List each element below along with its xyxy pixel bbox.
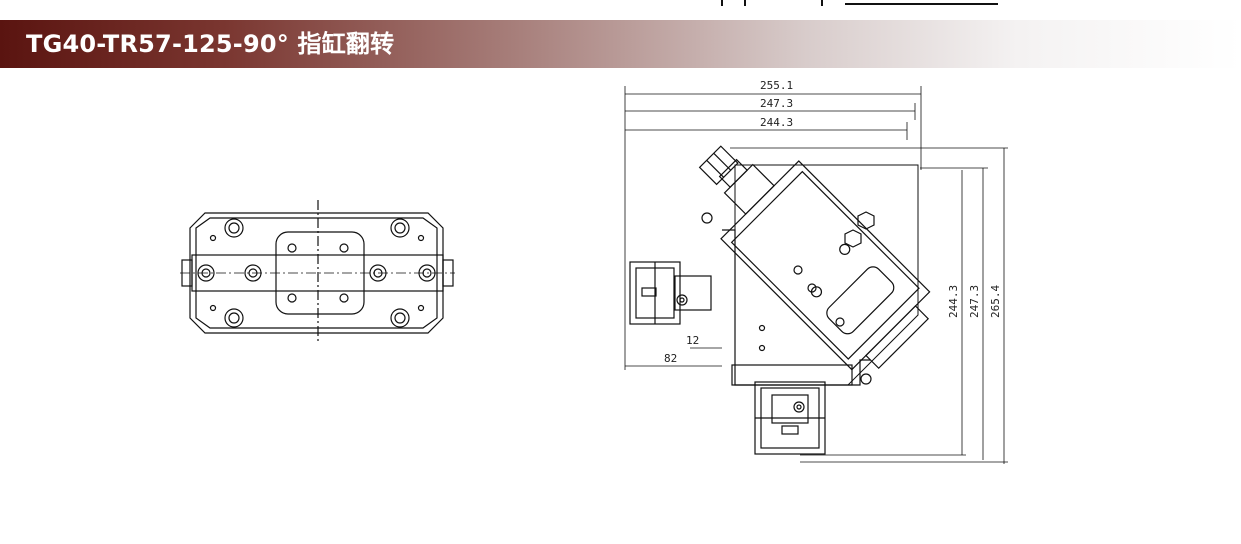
dim-body-width: 247.3: [760, 97, 793, 110]
dim-base-width: 244.3: [760, 116, 793, 129]
dim-overall-width: 255.1: [760, 79, 793, 92]
dim-offset-small: 12: [686, 334, 699, 347]
dim-height-b: 247.3: [968, 285, 981, 318]
dimension-labels: 255.1 247.3 244.3 12 82 244.3 247.3 265.…: [664, 79, 1002, 365]
top-edge-fragment: [721, 0, 998, 6]
title-bar: TG40-TR57-125-90° 指缸翻转: [0, 20, 1241, 68]
dim-offset-left: 82: [664, 352, 677, 365]
dim-height-c: 265.4: [989, 285, 1002, 318]
dim-height-a: 244.3: [947, 285, 960, 318]
top-view-drawing: [180, 200, 455, 343]
side-view-drawing: [624, 86, 1008, 464]
page-title: TG40-TR57-125-90° 指缸翻转: [26, 30, 395, 58]
